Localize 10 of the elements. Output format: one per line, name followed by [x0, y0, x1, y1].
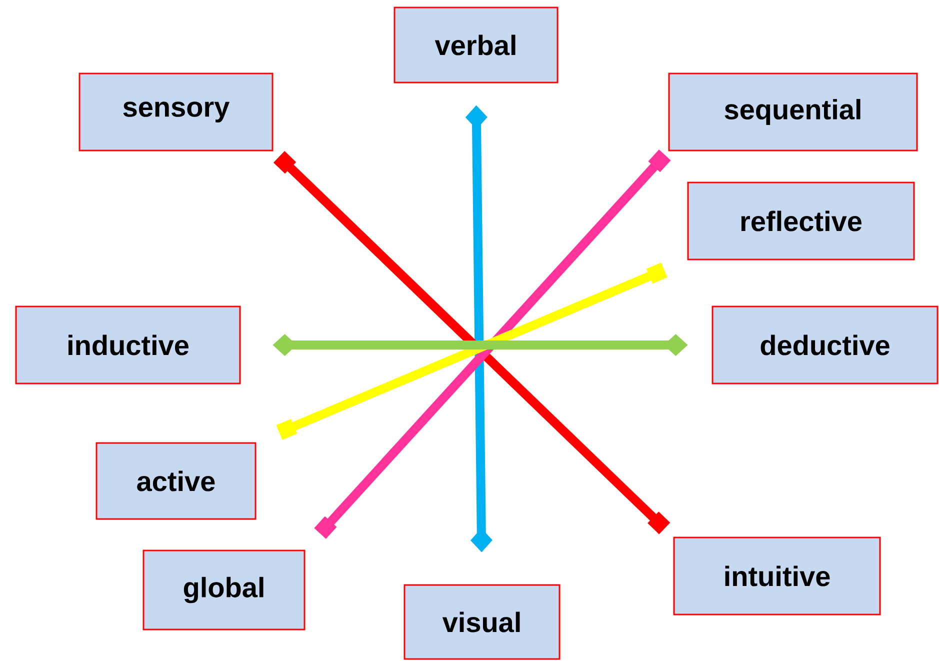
label-box: inductive [15, 306, 241, 384]
label-box: visual [404, 584, 560, 660]
label-box: sequential [668, 72, 918, 152]
label-box: global [142, 550, 306, 630]
label-box: reflective [687, 182, 915, 260]
label-box: deductive [712, 306, 938, 384]
label-box: intuitive [673, 536, 881, 616]
label-box: sensory [78, 72, 274, 152]
label-box: active [96, 442, 256, 520]
label-box: verbal [394, 6, 558, 84]
